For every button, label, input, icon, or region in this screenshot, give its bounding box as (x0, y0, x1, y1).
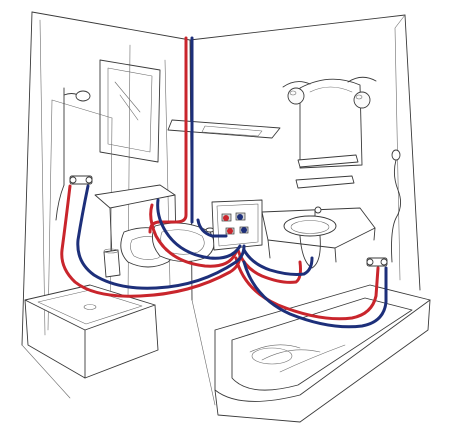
mirror-left (99, 59, 161, 163)
cold-to-toilet (196, 218, 228, 238)
mirror-right (299, 78, 363, 169)
hot-shower-run (60, 184, 242, 298)
cold-to-bath (242, 260, 388, 329)
hot-bidet-run (149, 203, 238, 268)
shower-head (55, 87, 91, 221)
distribution-manifold (211, 199, 263, 251)
glass-shelf-upper (297, 154, 359, 168)
glass-shelf-lower (295, 175, 355, 189)
wall-lamp-right (347, 76, 377, 109)
towel-shelf (167, 119, 281, 139)
hand-shower (391, 149, 401, 263)
hot-to-bath (234, 256, 380, 321)
basin-tap (307, 206, 322, 217)
waste-bin (103, 248, 121, 278)
hot-water-pipes (60, 36, 380, 321)
shower-mixer (69, 175, 93, 185)
cold-to-basin (242, 248, 314, 276)
manifold-valves (223, 214, 247, 234)
cold-water-pipes (76, 36, 388, 329)
bath-mixer (366, 257, 388, 267)
washbasin (283, 215, 337, 269)
cold-bidet-run (156, 198, 242, 260)
cold-shower-run (76, 184, 246, 290)
wall-lamp-left (282, 81, 311, 105)
shower-enclosure (47, 99, 113, 331)
bathtub (214, 284, 431, 423)
